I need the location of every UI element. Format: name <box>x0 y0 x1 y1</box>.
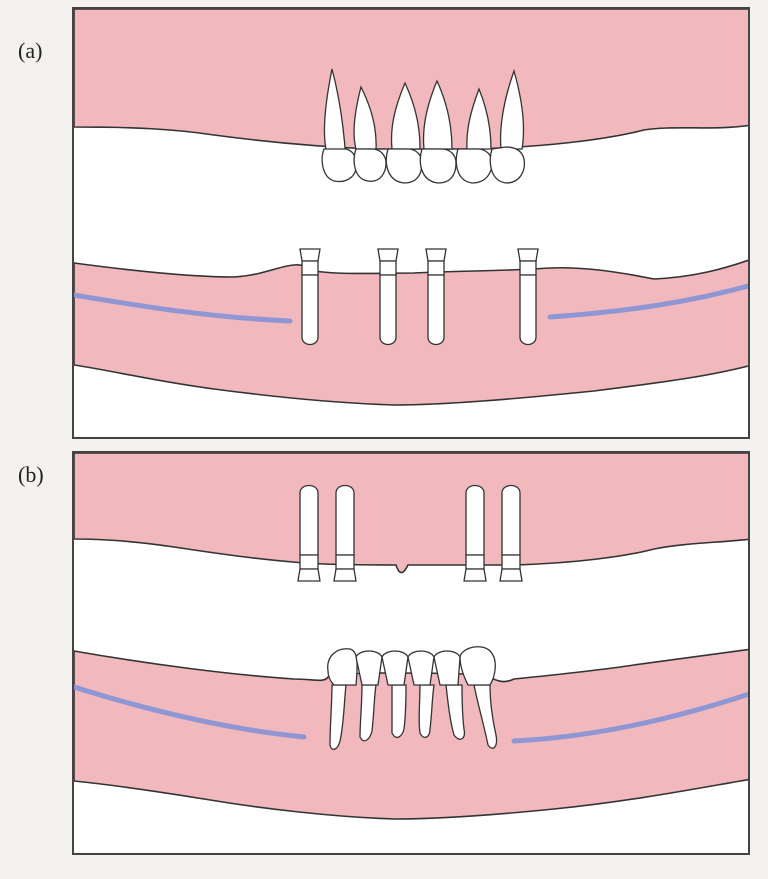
implant-icon <box>300 249 320 345</box>
upper-gum-b <box>74 453 750 573</box>
implant-icon <box>518 249 538 345</box>
tooth-crown <box>322 149 356 182</box>
panel-a-svg <box>74 9 750 439</box>
implant-icon <box>298 486 320 582</box>
tooth-crown <box>456 149 492 183</box>
tooth-crown <box>354 149 386 181</box>
tooth-crown <box>328 649 357 685</box>
tooth-crown <box>490 147 524 183</box>
panel-label-b: (b) <box>18 462 44 488</box>
implant-icon <box>426 249 446 345</box>
panel-a <box>72 7 750 439</box>
implant-icon <box>500 486 522 582</box>
tooth-crown <box>386 149 422 183</box>
tooth-icon <box>392 685 406 737</box>
implant-icon <box>378 249 398 345</box>
implant-icon <box>464 486 486 582</box>
tooth-crown <box>460 647 495 685</box>
panel-label-a: (a) <box>18 38 42 64</box>
implant-icon <box>334 486 356 582</box>
panel-b <box>72 451 750 855</box>
lower-gum-a <box>74 259 750 405</box>
tooth-crown <box>420 149 456 183</box>
panel-b-svg <box>74 453 750 855</box>
